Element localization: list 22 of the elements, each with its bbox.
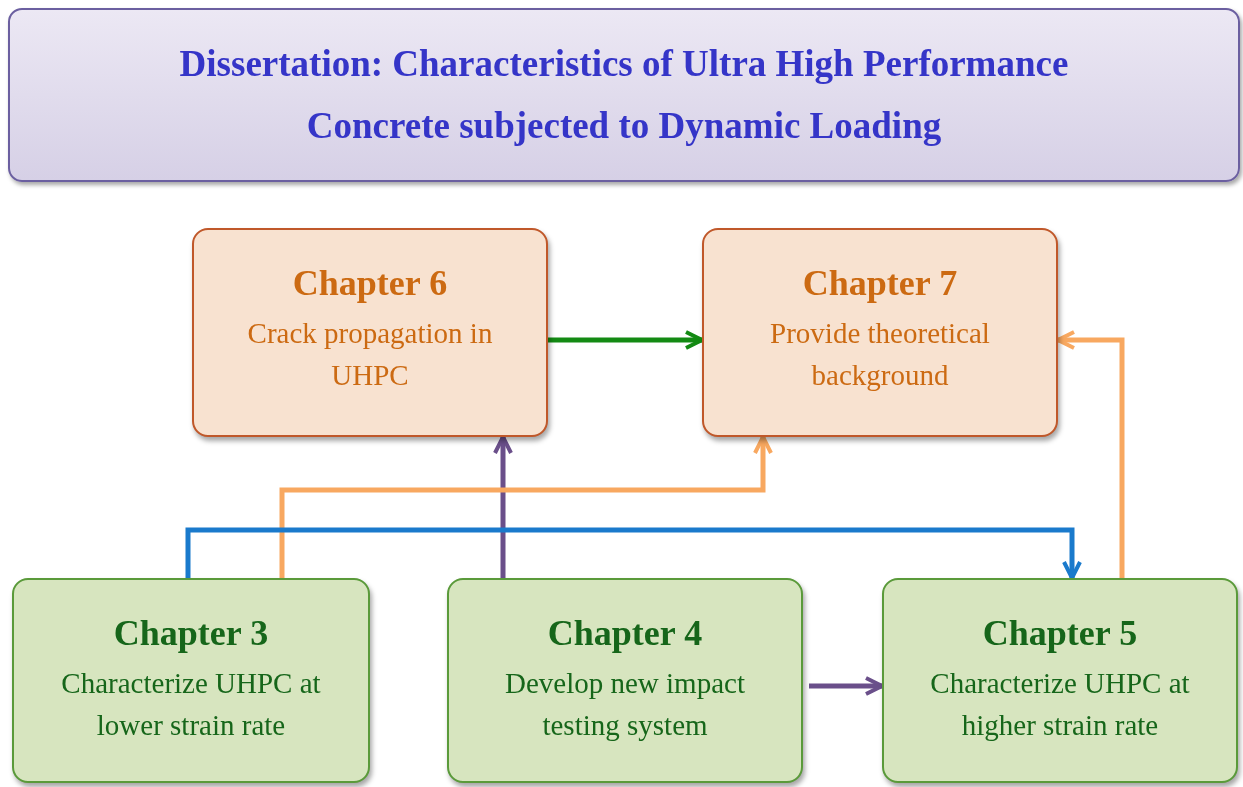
- title-banner: Dissertation: Characteristics of Ultra High Performance Concrete subjected to Dynamic Loading: [8, 8, 1240, 182]
- arrow: [493, 435, 513, 578]
- arrow: [279, 435, 773, 578]
- chapter-description: Characterize UHPC at higher strain rate: [929, 666, 1191, 743]
- chapter-box: [702, 228, 1058, 437]
- chapter-description: Characterize UHPC at lower strain rate: [60, 666, 322, 743]
- arrow: [809, 676, 884, 696]
- arrow: [185, 527, 1082, 580]
- chapter-box: [192, 228, 548, 437]
- chapter-description: Develop new impact testing system: [504, 666, 746, 743]
- chapter-description: Provide theoretical background: [769, 316, 991, 393]
- arrow: [548, 330, 704, 350]
- arrow: [1056, 330, 1125, 578]
- chapter-box: [447, 578, 803, 783]
- chapter-heading: Chapter 6: [292, 262, 448, 305]
- chapter-box: [12, 578, 370, 783]
- chapter-heading: Chapter 7: [802, 262, 958, 305]
- chapter-heading: Chapter 3: [113, 612, 269, 655]
- chapter-box: [882, 578, 1238, 783]
- chapter-heading: Chapter 5: [982, 612, 1138, 655]
- chapter-description: Crack propagation in UHPC: [246, 316, 494, 393]
- chapter-heading: Chapter 4: [547, 612, 703, 655]
